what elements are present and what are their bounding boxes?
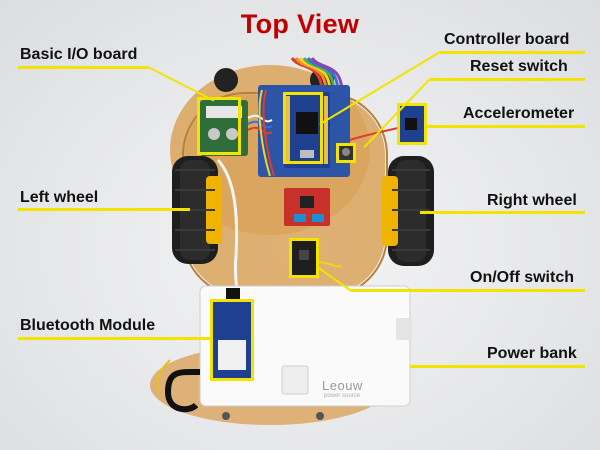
chassis-screw [316,412,324,420]
label-reset-switch: Reset switch [470,58,568,75]
ribbon-cable [290,57,344,91]
label-power-bank: Power bank [487,345,577,362]
standoff [214,68,238,92]
page-title: Top View [240,9,360,39]
label-on-off-switch: On/Off switch [470,269,574,286]
power-cable-yellow [156,359,171,393]
underline-right-wheel [420,211,585,214]
label-controller-board: Controller board [444,31,570,48]
on-off-switch-highlight-box [289,238,319,278]
underline-on-off-switch [350,289,585,292]
reset-switch-graphic [338,144,354,160]
controller-board-graphic [258,85,350,177]
controller-board-highlight-box [283,92,323,164]
underline-left-wheel [18,208,190,211]
right-wheel-graphic [382,156,434,266]
underline-accelerometer [426,125,585,128]
label-basic-io-board: Basic I/O board [20,46,138,63]
underline-power-bank [410,365,585,368]
power-bank-brand: Leouw [322,378,363,393]
jumper-wires [247,89,275,177]
bluetooth-module-graphic [212,288,252,380]
motor-driver-graphic [284,188,330,226]
basic-io-board-graphic [200,100,248,156]
label-bluetooth-module: Bluetooth Module [20,317,156,334]
bluetooth-module-highlight-box [210,299,254,381]
power-cable [164,368,201,413]
left-wheel-graphic [172,156,222,264]
on-off-switch-graphic [292,240,343,276]
label-left-wheel: Left wheel [20,189,99,206]
accelerometer-graphic [349,104,426,144]
underline-bluetooth-module [18,337,212,340]
underline-controller-board [440,51,585,54]
label-right-wheel: Right wheel [487,192,577,209]
power-bank-subtext: power source [324,393,361,399]
underline-basic-io [18,66,148,69]
basic-io-highlight-box [197,97,241,155]
underline-reset-switch [430,78,585,81]
reset-switch-highlight-box [336,143,356,163]
accelerometer-highlight-box [397,103,427,145]
label-accelerometer: Accelerometer [463,105,575,122]
chassis-screw [222,412,230,420]
